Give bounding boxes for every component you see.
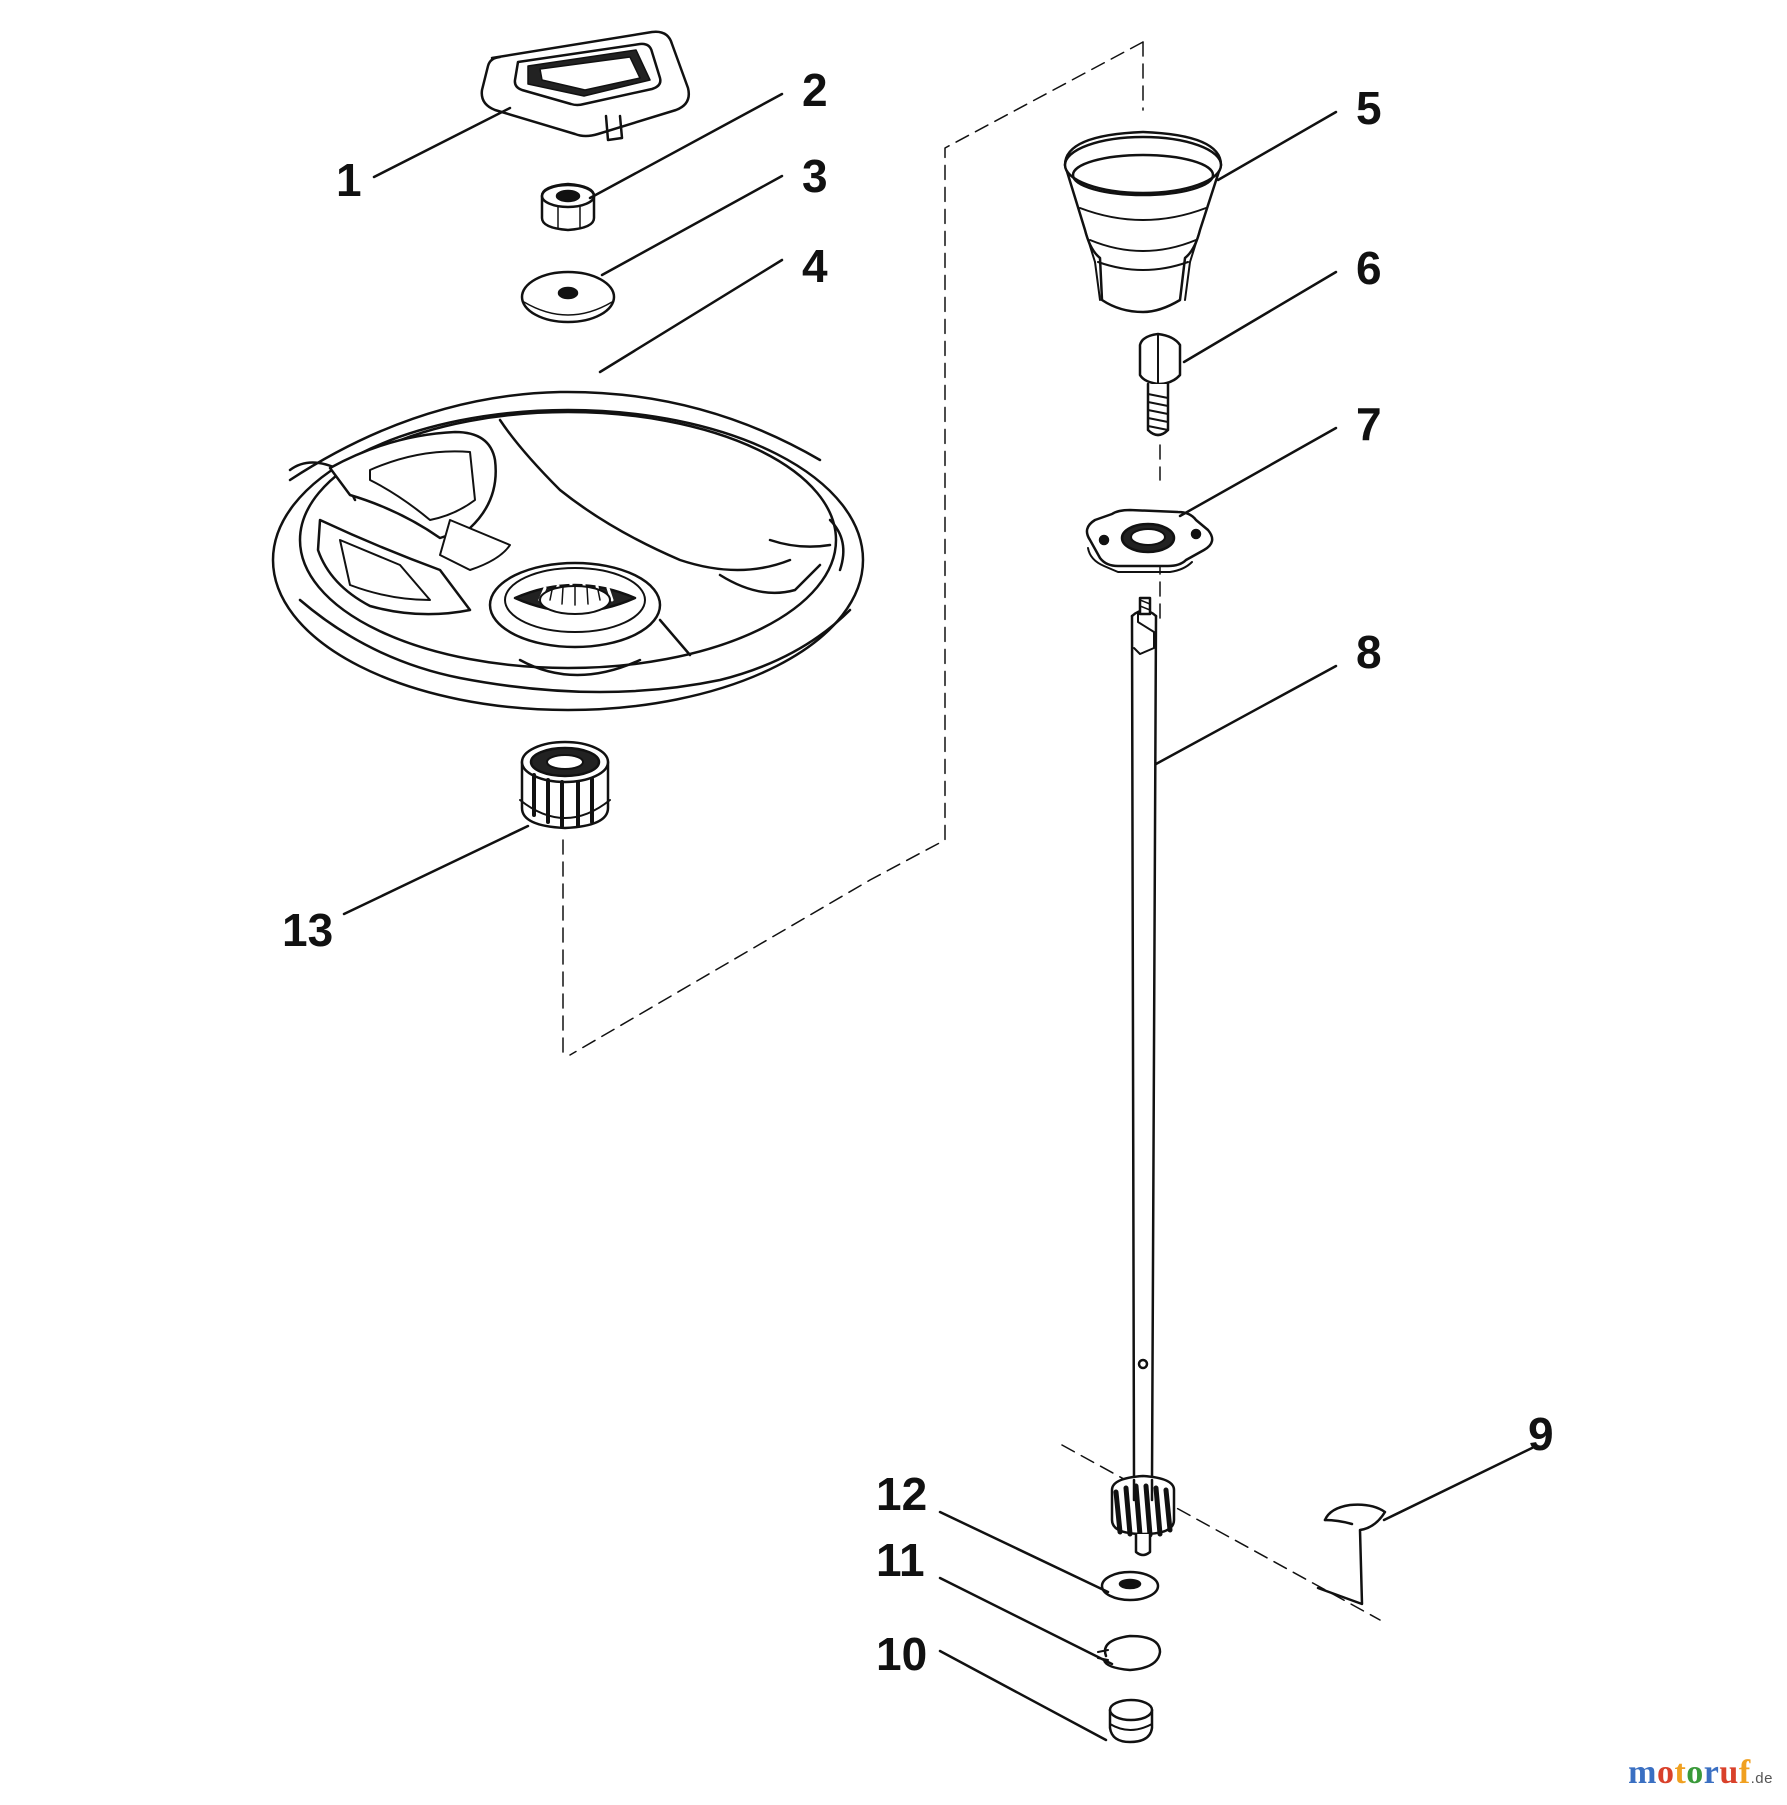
callout-10: 10 [876,1628,927,1680]
callout-7: 7 [1356,398,1382,450]
callout-6: 6 [1356,242,1382,294]
motoruf-watermark-logo: motoruf.de [1628,1754,1773,1792]
horn-cap-part-1 [480,30,690,142]
flange-bushing-part-7 [1085,508,1214,573]
flat-washer-part-12 [1100,1570,1160,1602]
callout-12: 12 [876,1468,927,1520]
watermark-letter: o [1686,1754,1704,1791]
leader-lines [342,92,1534,1742]
watermark-letter: t [1674,1754,1687,1791]
callout-13: 13 [282,904,333,956]
watermark-letter: r [1703,1754,1720,1791]
bolt-part-6 [1138,332,1182,437]
watermark-letter: f [1738,1754,1751,1791]
callout-numbers: 1 2 3 4 5 6 7 8 9 10 11 12 13 [282,64,1554,1680]
callout-11: 11 [876,1534,925,1586]
callout-5: 5 [1356,82,1382,134]
hairpin-clip-part-9 [1316,1503,1387,1606]
lock-nut-part-2 [540,182,596,232]
plug-part-10 [1108,1698,1154,1744]
watermark-letters: motoruf [1628,1754,1751,1791]
watermark-letter: o [1656,1754,1675,1791]
callout-8: 8 [1356,626,1382,678]
steering-shaft-part-8 [1110,596,1176,1557]
watermark-suffix: .de [1750,1770,1773,1787]
callout-3: 3 [802,150,828,202]
watermark-letter: u [1719,1754,1739,1791]
callout-1: 1 [336,154,362,206]
spline-adapter-part-13 [519,740,611,830]
callout-4: 4 [802,240,828,292]
retaining-ring-part-11 [1097,1634,1162,1672]
callout-2: 2 [802,64,828,116]
steering-wheel-part-4 [271,390,865,712]
steering-boot-part-5 [1063,130,1223,314]
callout-9: 9 [1528,1408,1554,1460]
watermark-letter: m [1628,1754,1657,1791]
assembly-dash-lines [562,41,1381,1621]
washer-part-3 [520,270,616,324]
